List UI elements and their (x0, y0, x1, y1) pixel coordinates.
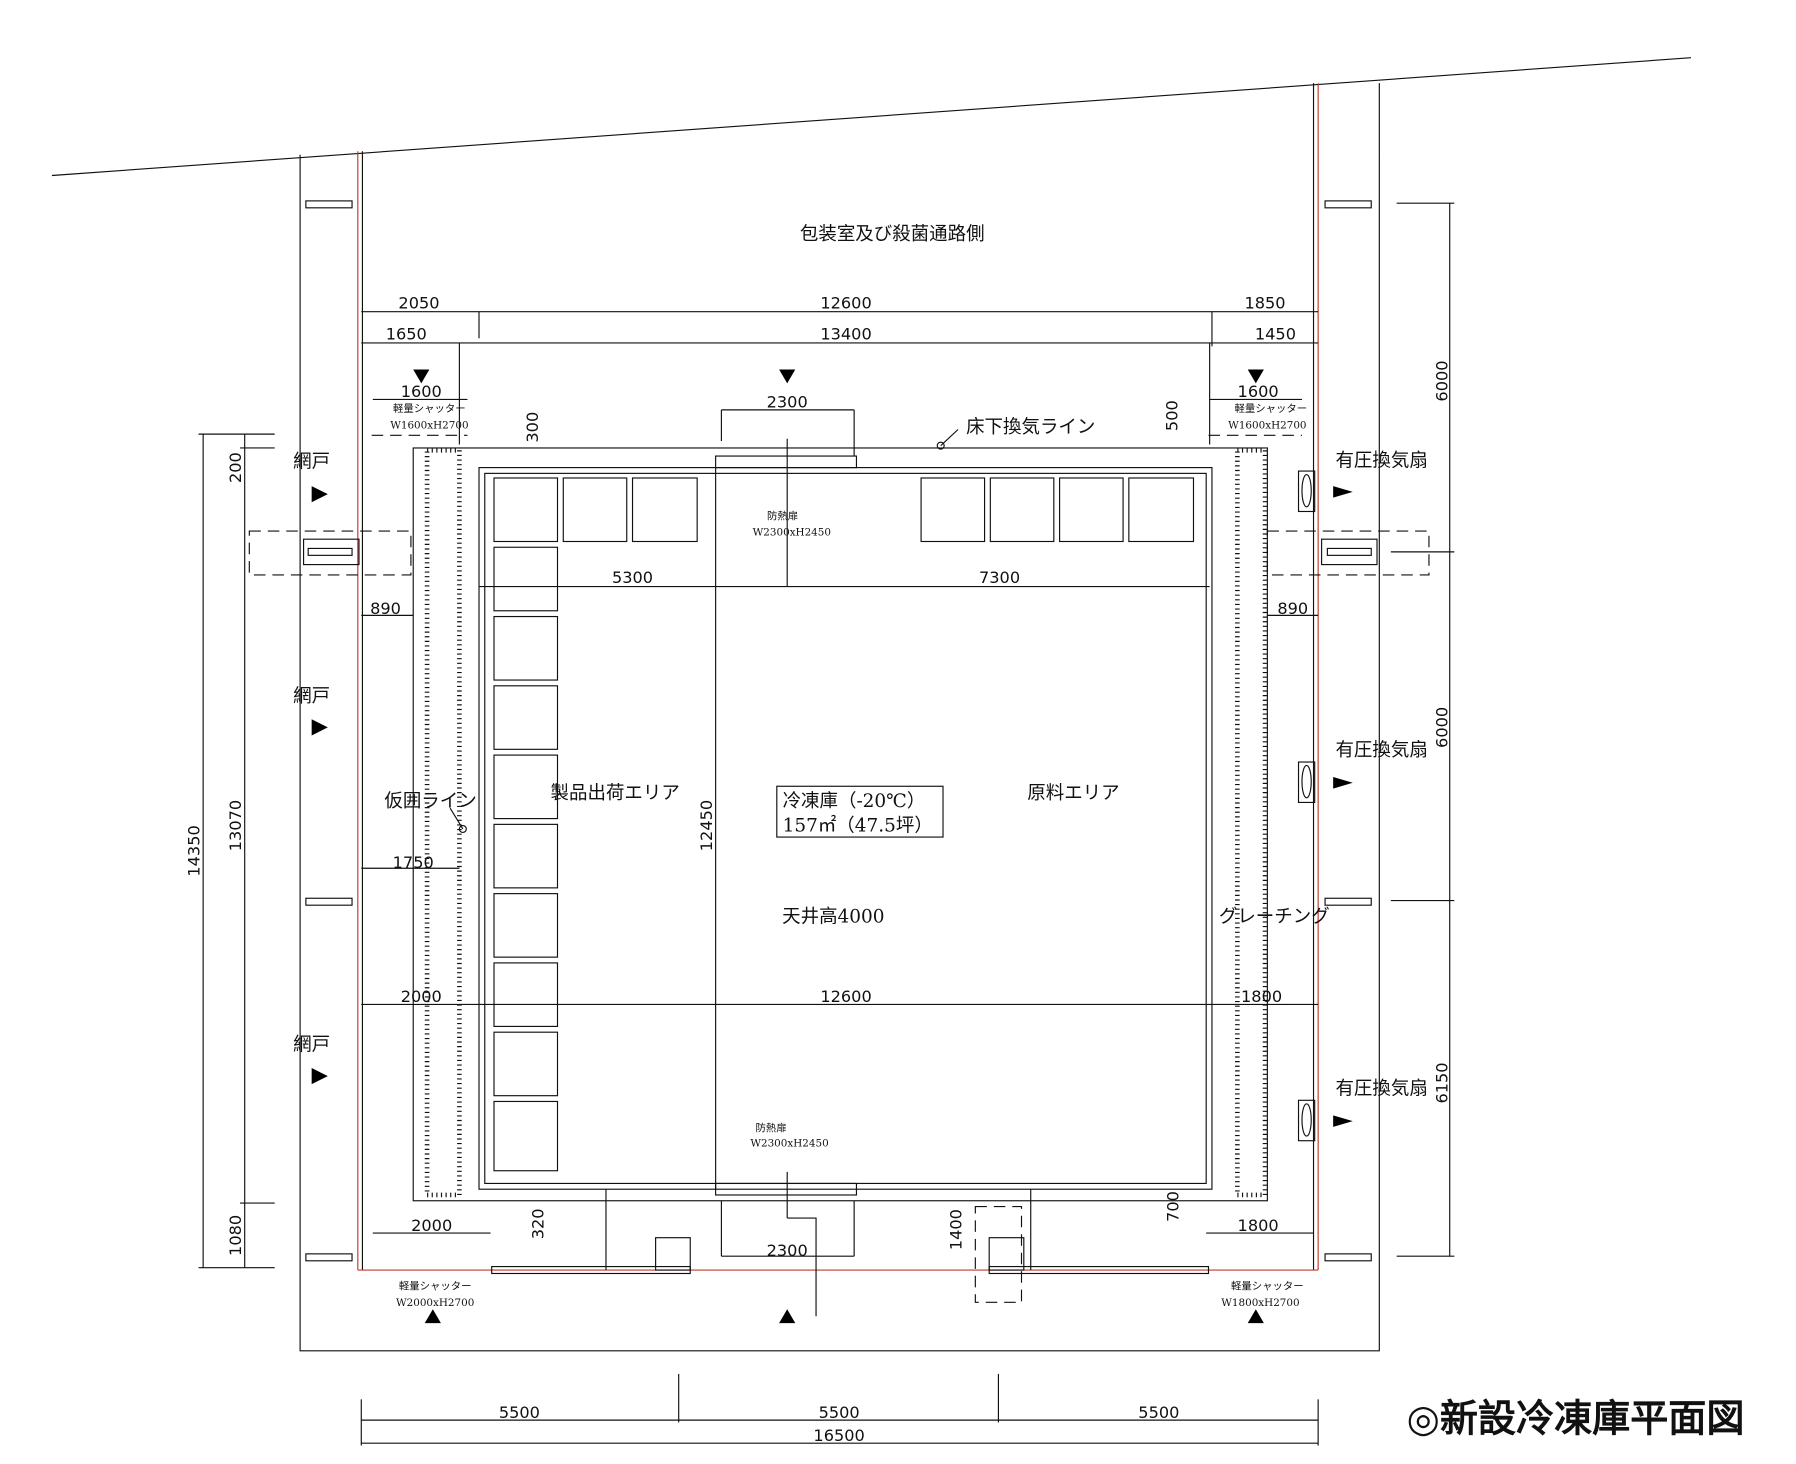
dim-700: 700 (1163, 1191, 1182, 1222)
site-outline (299, 83, 1380, 1352)
dim-1600-left: 1600 (401, 382, 442, 401)
dim-300: 300 (523, 412, 542, 443)
shutter-label: 軽量シャッター (393, 403, 466, 415)
shutter-top-left: 1600 軽量シャッター W1600xH2700 (371, 382, 469, 436)
raw-material-area-label: 原料エリア (1027, 783, 1119, 804)
shutter-label-bottom-right: 軽量シャッター (1231, 1281, 1304, 1293)
shutter-label-bottom-left: 軽量シャッター (399, 1281, 472, 1293)
top-dimensions: 2050 12600 1850 1650 13400 1450 (361, 293, 1319, 445)
site-boundary-line (51, 57, 1692, 177)
dim-12600-top: 12600 (820, 293, 871, 312)
bottom-dimensions: 5500 5500 5500 16500 (360, 1373, 1319, 1446)
shutter-size-bottom-left: W2000xH2700 (396, 1297, 474, 1309)
freezer-label-box (776, 785, 944, 838)
insulated-door-size-bottom: W2300xH2450 (750, 1137, 828, 1149)
dim-2300-top: 2300 (767, 393, 808, 412)
dim-5300: 5300 (612, 568, 653, 587)
dim-13400: 13400 (820, 324, 871, 343)
dim-5500-b: 5500 (819, 1403, 860, 1422)
dim-1800-shutter: 1800 (1238, 1216, 1279, 1235)
columns (248, 200, 1430, 1303)
top-side-label: 包装室及び殺菌通路側 (800, 224, 985, 245)
dim-2000: 2000 (401, 987, 442, 1006)
dim-1400: 1400 (946, 1209, 965, 1250)
grating-left (424, 447, 462, 1198)
dim-12450: 12450 (697, 800, 716, 851)
insulated-door-label-top: 防熱扉 (767, 510, 798, 523)
shutter-size-bottom-right: W1800xH2700 (1221, 1297, 1299, 1309)
dim-1650: 1650 (386, 324, 427, 343)
dim-5500-a: 5500 (499, 1403, 540, 1422)
insulated-door-top (715, 455, 858, 469)
dim-6000-b: 6000 (1432, 707, 1451, 748)
shutter-top-right: 1600 軽量シャッター W1600xH2700 (1208, 382, 1308, 436)
dim-1600-right: 1600 (1238, 382, 1279, 401)
pressure-fan-label: 有圧換気扇 (1335, 1079, 1427, 1100)
dim-13070: 13070 (226, 800, 245, 851)
insulated-door-label-bottom: 防熱扉 (755, 1121, 786, 1134)
dim-5500-c: 5500 (1138, 1403, 1179, 1422)
dim-12600-lower: 12600 (820, 987, 871, 1006)
temp-enclosure-line-label: 仮囲ライン (384, 791, 476, 812)
dim-1450: 1450 (1255, 324, 1296, 343)
drawing-title: ◎新設冷凍庫平面図 (1407, 1397, 1745, 1441)
screen-door-label: 網戸 (293, 1035, 330, 1056)
dim-1800: 1800 (1241, 987, 1282, 1006)
dim-14350: 14350 (185, 825, 204, 876)
dim-1850: 1850 (1244, 293, 1285, 312)
pressure-fan-label: 有圧換気扇 (1335, 450, 1427, 471)
dim-500: 500 (1162, 400, 1181, 431)
shutter-label: 軽量シャッター (1235, 403, 1308, 415)
dim-2050: 2050 (398, 293, 439, 312)
direction-markers (311, 369, 1353, 1324)
product-shipping-area-label: 製品出荷エリア (551, 783, 680, 804)
insulated-door-size-top: W2300xH2450 (753, 527, 831, 539)
ceiling-height-label: 天井高4000 (782, 907, 884, 928)
dim-2000-shutter: 2000 (411, 1216, 452, 1235)
dim-890-left: 890 (370, 599, 401, 618)
right-dimensions: 6000 6000 6150 (1390, 202, 1455, 1257)
dim-1750: 1750 (393, 853, 434, 872)
left-dimensions: 14350 13070 200 1080 (185, 433, 275, 1269)
pressure-fan-label: 有圧換気扇 (1335, 740, 1427, 761)
freezer-room (361, 409, 1319, 1317)
screen-door-label: 網戸 (293, 452, 330, 473)
dim-1080: 1080 (226, 1215, 245, 1256)
shutter-size: W1600xH2700 (1228, 419, 1306, 431)
grating-right (1235, 447, 1268, 1198)
dim-6000-a: 6000 (1432, 360, 1451, 401)
freezer-name-label: 冷凍庫（-20℃） (783, 791, 926, 812)
dim-6150: 6150 (1432, 1062, 1451, 1103)
freezer-area-label: 157㎡（47.5坪） (783, 814, 933, 836)
building-walls (357, 83, 1319, 1275)
dim-200: 200 (226, 452, 245, 483)
dim-890-right: 890 (1277, 599, 1308, 618)
grating-label: グレーチング (1219, 907, 1330, 928)
dim-2300-bottom: 2300 (767, 1241, 808, 1260)
dim-320: 320 (529, 1208, 548, 1239)
dim-7300: 7300 (979, 568, 1020, 587)
storage-racks (493, 477, 1195, 1172)
dim-16500: 16500 (813, 1426, 864, 1445)
screen-door-label: 網戸 (293, 686, 330, 707)
insulated-door-bottom (715, 1182, 858, 1196)
fan-icon (1297, 470, 1316, 1142)
underfloor-vent-line-label: 床下換気ライン (966, 417, 1095, 438)
shutter-size: W1600xH2700 (390, 419, 468, 431)
